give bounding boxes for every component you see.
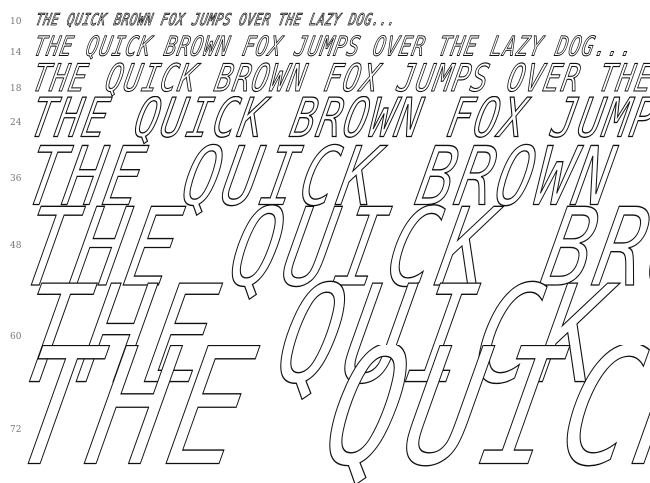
waterfall-row-72: 72 THE QUICK BROWN FOX JUMPS OVER THE LA… [0, 345, 650, 483]
size-label: 24 [10, 118, 22, 128]
size-label: 60 [10, 332, 22, 342]
size-label: 36 [10, 174, 22, 184]
size-label: 10 [10, 17, 22, 27]
waterfall-row-14: 14 THE QUICK BROWN FOX JUMPS OVER THE LA… [0, 30, 650, 60]
waterfall-row-24: 24 THE QUICK BROWN FOX JUMPS OVER THE LA… [0, 96, 650, 152]
size-label: 72 [10, 425, 22, 435]
size-label: 18 [10, 84, 22, 94]
waterfall-row-48: 48 THE QUICK BROWN FOX JUMPS OVER THE LA… [0, 195, 650, 310]
waterfall-row-36: 36 THE QUICK BROWN FOX JUMPS OVER THE LA… [0, 140, 650, 220]
waterfall-row-60: 60 THE QUICK BROWN FOX JUMPS OVER THE LA… [0, 270, 650, 415]
waterfall-row-10: 10 THE QUICK BROWN FOX JUMPS OVER THE LA… [0, 10, 650, 30]
size-label: 48 [10, 241, 22, 251]
sample-text: THE QUICK BROWN FOX JUMPS OVER THE LAZY … [33, 10, 399, 29]
size-label: 14 [10, 48, 22, 58]
sample-text: THE QUICK BROWN FOX JUMPS OVER THE LAZY … [28, 60, 650, 101]
sample-text: THE QUICK BROWN FOX JUMPS OVER THE LAZY … [0, 345, 650, 483]
waterfall-row-18: 18 THE QUICK BROWN FOX JUMPS OVER THE LA… [0, 60, 650, 102]
sample-text: THE QUICK BROWN FOX JUMPS OVER THE LAZY … [31, 30, 639, 60]
